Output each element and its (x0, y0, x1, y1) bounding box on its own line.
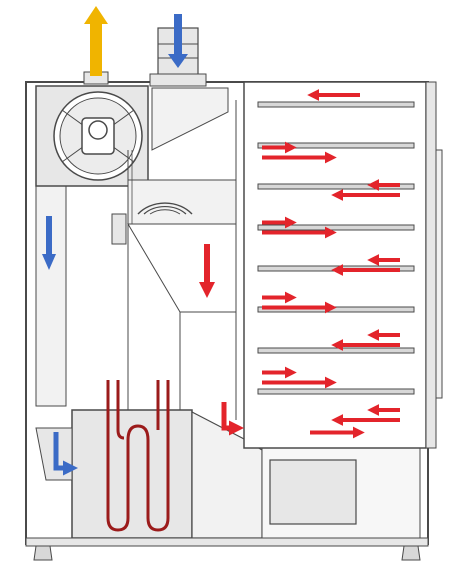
arrow-down-icon (42, 216, 56, 270)
heater-box (71, 409, 193, 539)
door-frame (425, 81, 437, 449)
heating-coil-icon (106, 380, 170, 532)
hot-air-flow-group (262, 89, 400, 439)
arrow-up-icon (84, 6, 108, 76)
damper (111, 202, 193, 245)
return-bend-arrow (53, 432, 78, 476)
base-rail (25, 537, 429, 547)
foot-right (401, 545, 421, 561)
door-handle (435, 149, 443, 399)
arrow-down-icon (168, 14, 188, 68)
fan-icon (53, 91, 143, 181)
shelf (257, 142, 415, 149)
shelf (257, 347, 415, 354)
motor-body (269, 459, 357, 525)
arrow-down-icon (199, 244, 215, 298)
shelf (257, 224, 415, 231)
hot-bend-arrow (221, 402, 244, 436)
shelf (257, 388, 415, 395)
shelf (257, 101, 415, 108)
foot-left (33, 545, 53, 561)
